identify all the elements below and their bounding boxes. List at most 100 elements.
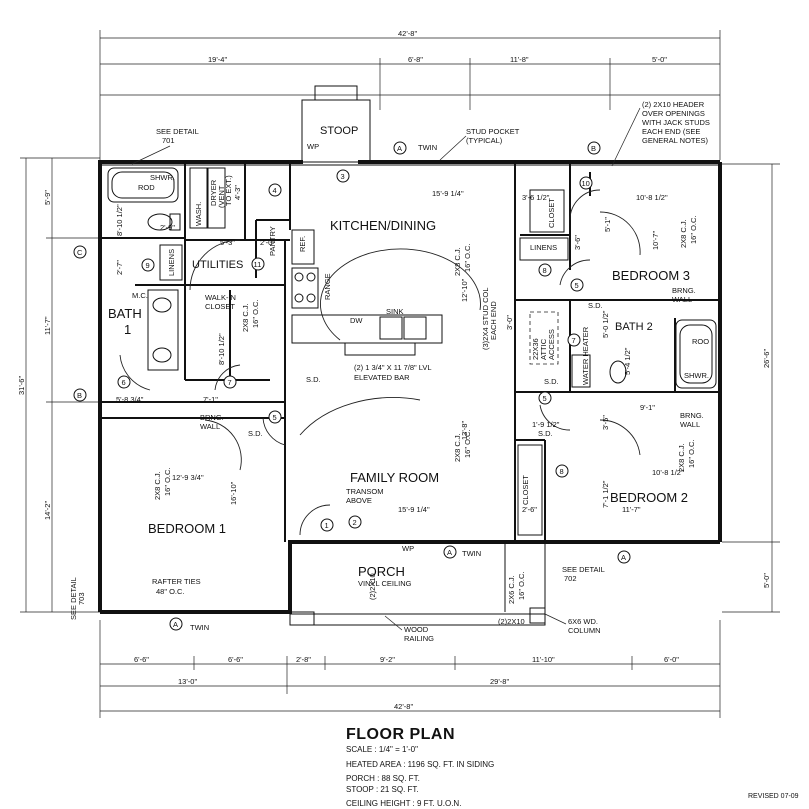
interior-dimensions: 15'-9 1/4" 12'-10" 15'-9 1/4" 13'-8" 12'… — [115, 185, 684, 514]
note-twin-bottom: TWIN — [190, 623, 209, 632]
note-cj-bed2: 2X8 C.J. — [677, 443, 686, 472]
dim-bed2-w: 10'-8 1/2" — [652, 468, 684, 477]
grid-b-left: B — [77, 391, 82, 400]
label-closet-3: CLOSET — [547, 198, 556, 228]
note-brng-wall-b2: BRNG. — [680, 411, 704, 420]
note-cj-kitchen-2: 16" O.C. — [463, 243, 472, 272]
label-bath-2: BATH 2 — [615, 321, 653, 333]
label-bedroom-1: BEDROOM 1 — [148, 521, 226, 536]
label-utilities: UTILITIES — [192, 259, 243, 271]
label-walkin: WALK-IN — [205, 293, 236, 302]
label-bedroom-2: BEDROOM 2 — [610, 490, 688, 505]
fixtures: SHWR. ROD WASH. DRYER (VENT TO EXT.) LIN… — [107, 167, 717, 536]
label-porch-ceiling: VINYL CEILING — [358, 579, 412, 588]
note-elevated-bar: ELEVATED BAR — [354, 373, 410, 382]
label-water-heater: WATER HEATER — [581, 326, 590, 385]
plan-ceiling-height: CEILING HEIGHT : 9 FT. U.O.N. — [346, 799, 462, 808]
door-tag-4: 4 — [273, 186, 277, 195]
grid-a-right: A — [621, 553, 626, 562]
note-cj-bed1: 2X8 C.J. — [153, 471, 162, 500]
dim-left-a: 5'-9" — [43, 190, 52, 205]
label-rod-1: ROD — [138, 183, 155, 192]
note-cj-family: 2X8 C.J. — [453, 433, 462, 462]
grid-a-top: A — [397, 144, 402, 153]
dim-bath-b: 7'-1" — [203, 395, 218, 404]
dim-d14: 3'-5" — [601, 415, 610, 430]
note-brng-wall-b2-2: WALL — [680, 420, 700, 429]
door-tag-5c: 5 — [543, 394, 547, 403]
note-wp-porch: WP — [402, 544, 414, 553]
dim-bot-c: 2'-8" — [296, 655, 311, 664]
dim-d1: 8'-10 1/2" — [115, 204, 124, 236]
dim-top-c: 11'-8" — [510, 55, 529, 64]
top-dimension-lines: 42'-8" 19'-4" 6'-8" 11'-8" 5'-0" — [99, 29, 721, 160]
note-cj-bed1-2: 16" O.C. — [163, 467, 172, 496]
note-wood-railing-2: RAILING — [404, 634, 434, 643]
door-tag-2: 2 — [353, 518, 357, 527]
label-ref: REF. — [298, 236, 307, 252]
note-sd-1: S.D. — [248, 429, 263, 438]
label-kitchen: KITCHEN/DINING — [330, 218, 436, 233]
room-labels: KITCHEN/DINING FAMILY ROOM BEDROOM 1 BED… — [108, 218, 690, 536]
note-brng-wall-b3: BRNG. — [672, 286, 696, 295]
dim-bed1-h: 16'-10" — [229, 481, 238, 505]
note-cj-closet-2: 16" O.C. — [251, 299, 260, 328]
dim-left-b: 11'-7" — [43, 316, 52, 335]
note-header-5: GENERAL NOTES) — [642, 136, 708, 145]
dim-kitchen-h: 12'-10" — [460, 278, 469, 302]
label-stoop: STOOP — [320, 125, 358, 137]
note-see-detail-703-num: 703 — [77, 592, 86, 605]
note-porch-2x10: (2)2X10 — [498, 617, 525, 626]
note-wp-top: WP — [307, 142, 319, 151]
door-tag-7a: 7 — [228, 378, 232, 387]
grid-b-top: B — [591, 144, 596, 153]
label-cj-16oc-b: 16" O.C. — [517, 571, 526, 600]
note-transom-2: ABOVE — [346, 496, 372, 505]
plan-porch-area: PORCH : 88 SQ. FT. — [346, 774, 420, 783]
dim-bed3-w: 10'-8 1/2" — [636, 193, 668, 202]
plan-title: FLOOR PLAN — [346, 726, 455, 743]
door-tag-8b: 8 — [560, 467, 564, 476]
note-cj-bed2-2: 16" O.C. — [687, 439, 696, 468]
door-tag-1: 1 — [325, 521, 329, 530]
porch: PORCH VINYL CEILING (2)2X10 2X6 C.J. 16"… — [289, 542, 546, 626]
door-tags: 1 2 3 4 5 5 5 6 7 7 8 8 9 10 11 — [117, 169, 593, 532]
dim-bed1-w: 12'-9 3/4" — [172, 473, 204, 482]
bottom-dimension-lines: 6'-6" 6'-6" 2'-8" 9'-2" 11'-10" 6'-0" 13… — [99, 620, 721, 718]
note-cj-bed3: 2X8 C.J. — [679, 219, 688, 248]
note-brng-wall-left: BRNG. — [200, 413, 224, 422]
note-rafter-2: 48" O.C. — [156, 587, 185, 596]
right-dimension-lines: 26'-6" 5'-0" — [722, 163, 780, 613]
note-cj-family-2: 16" O.C. — [463, 429, 472, 458]
dim-overall-top: 42'-8" — [398, 29, 417, 38]
note-column-2: COLUMN — [568, 626, 601, 635]
note-rafter: RAFTER TIES — [152, 577, 201, 586]
note-see-detail-703: SEE DETAIL — [69, 577, 78, 620]
dim-d9: 3'-6" — [573, 235, 582, 250]
label-shwr-1: SHWR. — [150, 173, 175, 182]
title-block: FLOOR PLAN SCALE : 1/4" = 1'-0" HEATED A… — [346, 726, 646, 809]
note-sd-3: S.D. — [544, 377, 559, 386]
plan-stoop-area: STOOP : 21 SQ. FT. — [346, 785, 419, 794]
label-pantry: PANTRY — [268, 226, 277, 256]
note-header-2: OVER OPENINGS — [642, 109, 705, 118]
label-linens-2: LINENS — [530, 243, 557, 252]
revised-note: REVISED 07-09 — [748, 793, 799, 800]
note-header-1: (2) 2X10 HEADER — [642, 100, 705, 109]
label-linens-1: LINENS — [167, 249, 176, 276]
note-stud-pocket-2: (TYPICAL) — [466, 136, 503, 145]
label-dryer-vent: (VENT — [217, 185, 226, 208]
dim-bot-a: 6'-6" — [134, 655, 149, 664]
label-bath-1-num: 1 — [124, 322, 131, 337]
plan-heated-area: HEATED AREA : 1196 SQ. FT. IN SIDING — [346, 760, 495, 769]
grid-c-left: C — [77, 248, 83, 257]
dim-bed3-h: 10'-7" — [651, 231, 660, 250]
label-mc: M.C. — [132, 291, 148, 300]
note-stud-col: (3)2X4 STUD COL — [481, 287, 490, 350]
label-rod-2: ROO — [692, 337, 709, 346]
note-header-3: WITH JACK STUDS — [642, 118, 710, 127]
dim-d11: 5'-4 1/2" — [623, 347, 632, 375]
dim-d6: 2'-0" — [260, 238, 275, 247]
label-dryer-ext: TO EXT.) — [224, 175, 233, 206]
